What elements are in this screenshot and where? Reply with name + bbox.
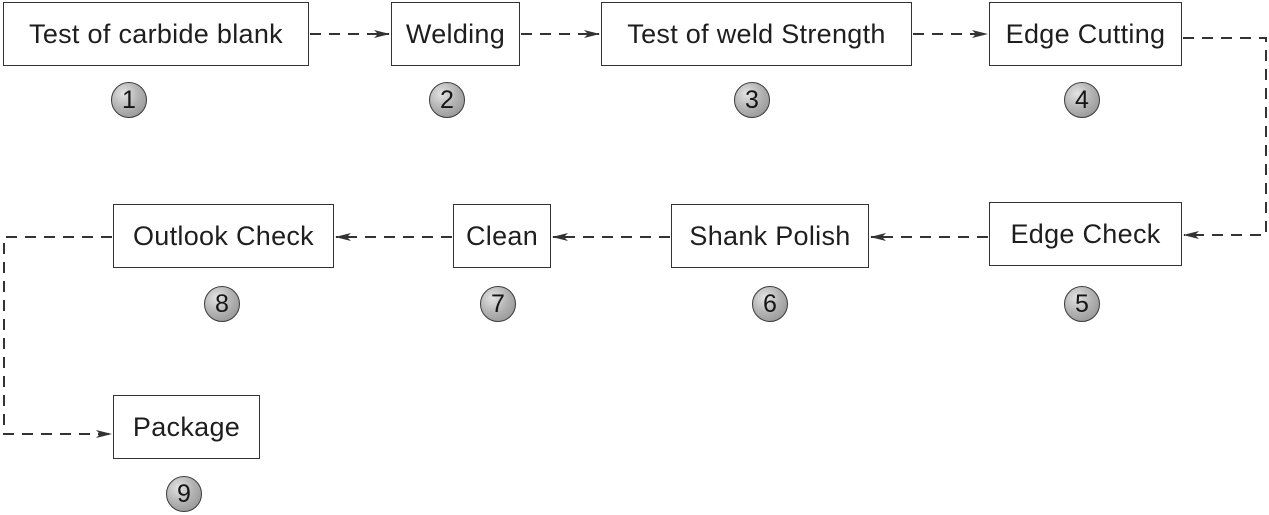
step-9-label: Package <box>132 411 241 442</box>
step-1-number: 1 <box>122 85 136 114</box>
step-3-box: Test of weld Strength <box>601 2 912 66</box>
step-3-number: 3 <box>745 85 759 114</box>
step-9-number: 9 <box>177 479 191 508</box>
step-7-label: Clean <box>465 220 539 251</box>
step-4-box: Edge Cutting <box>989 2 1182 66</box>
step-2-number: 2 <box>440 85 454 114</box>
step-5-number: 5 <box>1075 289 1089 318</box>
step-5-box: Edge Check <box>989 202 1182 266</box>
step-8-label: Outlook Check <box>133 220 314 251</box>
step-7-box: Clean <box>453 204 551 268</box>
step-6-badge: 6 <box>752 286 788 322</box>
step-6-box: Shank Polish <box>671 204 869 268</box>
step-2-label: Welding <box>405 18 506 49</box>
step-8-badge: 8 <box>204 286 240 322</box>
connector-8-to-9 <box>3 236 112 438</box>
step-4-number: 4 <box>1075 85 1089 114</box>
step-7-badge: 7 <box>480 286 516 322</box>
step-1-badge: 1 <box>111 82 147 118</box>
step-1-box: Test of carbide blank <box>3 2 309 66</box>
step-9-badge: 9 <box>166 476 202 512</box>
step-6-number: 6 <box>763 289 777 318</box>
step-5-label: Edge Check <box>1010 218 1161 249</box>
step-3-label: Test of weld Strength <box>627 18 886 49</box>
step-4-badge: 4 <box>1064 82 1100 118</box>
step-2-badge: 2 <box>429 82 465 118</box>
step-6-label: Shank Polish <box>689 220 851 251</box>
step-2-box: Welding <box>391 2 520 66</box>
step-5-badge: 5 <box>1064 286 1100 322</box>
step-8-box: Outlook Check <box>113 204 334 268</box>
step-3-badge: 3 <box>734 82 770 118</box>
step-9-box: Package <box>113 395 260 459</box>
step-4-label: Edge Cutting <box>1005 18 1166 49</box>
step-1-label: Test of carbide blank <box>29 18 283 49</box>
step-8-number: 8 <box>215 289 229 318</box>
step-7-number: 7 <box>491 289 505 318</box>
connector-4-to-5 <box>1183 37 1267 239</box>
